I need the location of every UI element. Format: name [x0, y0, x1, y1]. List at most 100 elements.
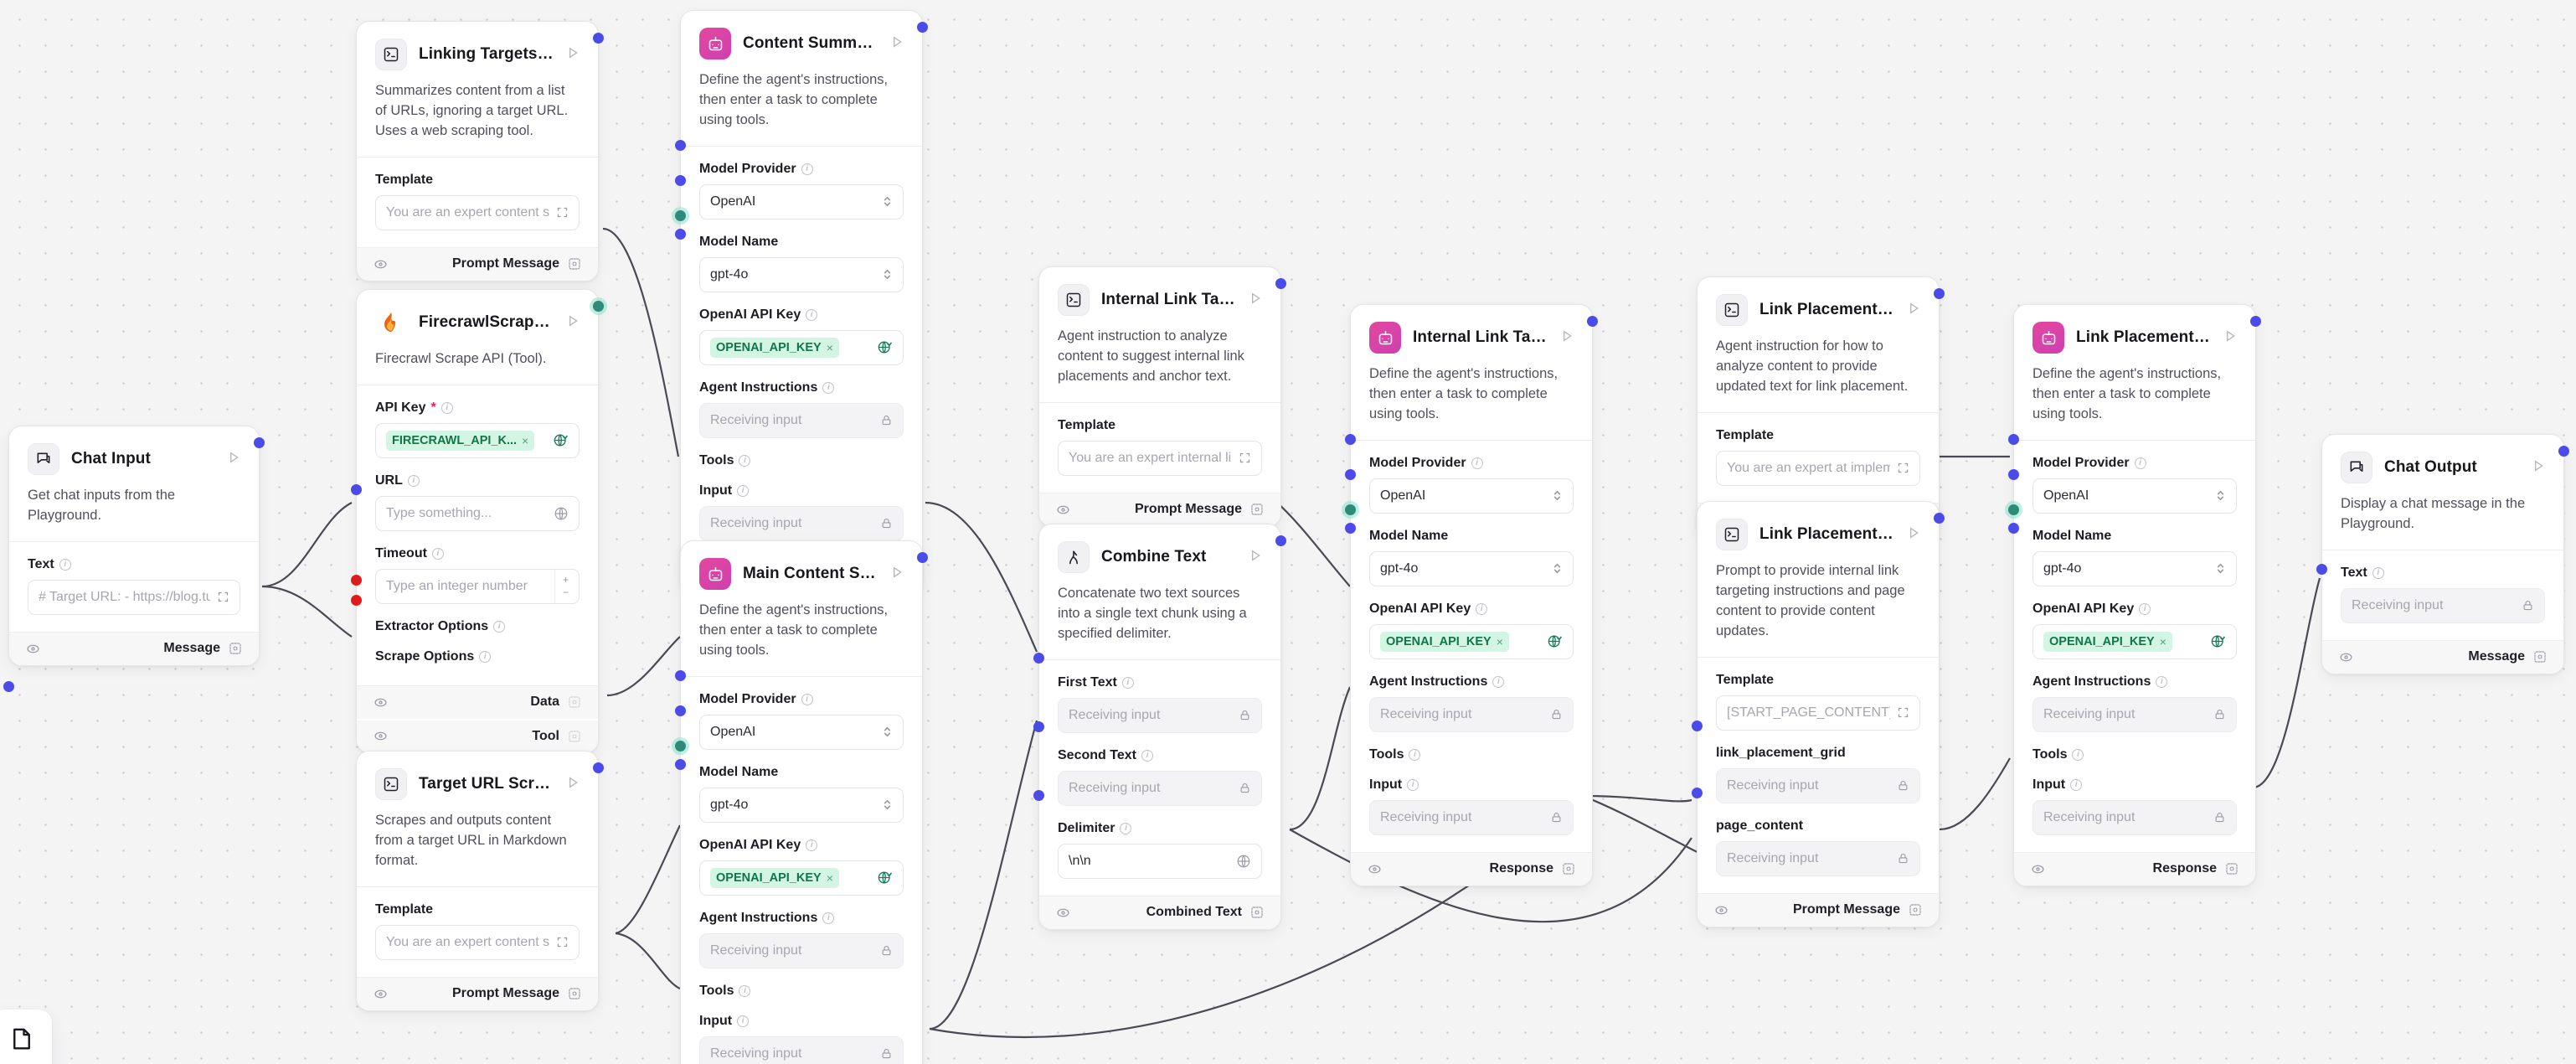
- port-extractor-options[interactable]: [351, 575, 362, 586]
- node-linking-targets-summary[interactable]: Linking Targets Su... Summarizes content…: [356, 21, 604, 281]
- chevron-updown-icon[interactable]: [882, 195, 893, 208]
- info-icon[interactable]: i: [1476, 602, 1488, 615]
- link-placement-grid-input[interactable]: Receiving input: [1716, 767, 1920, 803]
- port-agent-instructions[interactable]: [675, 175, 686, 186]
- node-internal-link-targeting-agent[interactable]: Internal Link Targeti... Define the agen…: [1345, 304, 1598, 886]
- info-icon[interactable]: i: [2072, 748, 2084, 761]
- visibility-icon[interactable]: [374, 987, 388, 1001]
- expand-icon[interactable]: [1239, 452, 1251, 464]
- node-link-placement-prompt[interactable]: Link Placement Pro... Prompt to provide …: [1692, 501, 1945, 927]
- expand-icon[interactable]: [217, 591, 229, 603]
- run-node-icon[interactable]: [1907, 526, 1920, 544]
- port-openai-api-key[interactable]: [2008, 434, 2019, 445]
- port-response-output[interactable]: [917, 552, 928, 563]
- info-icon[interactable]: i: [737, 1015, 750, 1027]
- agent-instructions-input[interactable]: Receiving input: [699, 932, 904, 968]
- port-input[interactable]: [1345, 523, 1356, 534]
- port-openai-api-key[interactable]: [675, 670, 686, 681]
- remove-chip-icon[interactable]: ×: [1496, 634, 1503, 648]
- node-link-placement-agent[interactable]: Link Placement Age... Define the agent's…: [2008, 304, 2261, 886]
- port-prompt-message-output[interactable]: [1934, 513, 1945, 524]
- node-chat-input[interactable]: Chat Input Get chat inputs from the Play…: [3, 426, 265, 692]
- scope-icon[interactable]: [229, 642, 242, 655]
- remove-chip-icon[interactable]: ×: [826, 340, 833, 354]
- port-page-content[interactable]: [1692, 788, 1703, 798]
- info-icon[interactable]: i: [806, 308, 818, 321]
- info-icon[interactable]: i: [1471, 457, 1483, 469]
- chevron-updown-icon[interactable]: [1552, 562, 1563, 575]
- port-tools[interactable]: [675, 210, 686, 221]
- chevron-updown-icon[interactable]: [2215, 489, 2226, 502]
- scope-icon[interactable]: [1250, 906, 1264, 919]
- info-icon[interactable]: i: [1409, 748, 1421, 761]
- model-name-select[interactable]: gpt-4o: [2032, 550, 2237, 586]
- run-node-icon[interactable]: [890, 566, 904, 583]
- port-agent-instructions[interactable]: [1345, 469, 1356, 480]
- template-input[interactable]: You are an expert content scraping: [375, 924, 580, 960]
- globe-icon[interactable]: [1236, 854, 1251, 869]
- port-prompt-message-output[interactable]: [593, 33, 604, 44]
- agent-instructions-input[interactable]: Receiving input: [1369, 696, 1574, 732]
- chevron-updown-icon[interactable]: [882, 726, 893, 738]
- url-input[interactable]: Type something...: [375, 495, 580, 531]
- text-input[interactable]: Receiving input: [2341, 587, 2545, 623]
- model-name-select[interactable]: gpt-4o: [1369, 550, 1574, 586]
- visibility-icon[interactable]: [1368, 862, 1382, 876]
- port-scrape-options[interactable]: [351, 595, 362, 606]
- run-node-icon[interactable]: [1560, 329, 1574, 347]
- run-node-icon[interactable]: [566, 314, 580, 332]
- expand-icon[interactable]: [1897, 462, 1909, 474]
- delimiter-input[interactable]: \n\n: [1058, 843, 1262, 879]
- openai-api-key-input[interactable]: OPENAI_API_KEY×: [699, 860, 904, 896]
- port-text-input[interactable]: [3, 681, 14, 692]
- agent-instructions-input[interactable]: Receiving input: [2032, 696, 2237, 732]
- visibility-icon[interactable]: [1056, 906, 1070, 920]
- timeout-input[interactable]: Type an integer number +−: [375, 568, 580, 604]
- info-icon[interactable]: i: [59, 558, 71, 571]
- scope-icon[interactable]: [1562, 862, 1575, 875]
- info-icon[interactable]: i: [493, 620, 506, 633]
- port-api-key[interactable]: [351, 484, 362, 495]
- visibility-icon[interactable]: [1714, 903, 1728, 917]
- run-node-icon[interactable]: [1249, 549, 1262, 566]
- node-target-url-scrape[interactable]: Target URL Scrape ... Scrapes and output…: [356, 751, 604, 1011]
- port-first-text[interactable]: [1033, 653, 1044, 664]
- run-node-icon[interactable]: [566, 776, 580, 793]
- model-provider-select[interactable]: OpenAI: [699, 183, 904, 220]
- file-note-icon[interactable]: [9, 1026, 34, 1056]
- port-response-output[interactable]: [917, 22, 928, 33]
- scope-icon[interactable]: [2533, 650, 2547, 664]
- remove-chip-icon[interactable]: ×: [522, 433, 529, 447]
- port-tool-output[interactable]: [593, 301, 604, 312]
- run-node-icon[interactable]: [2532, 459, 2545, 477]
- model-provider-select[interactable]: OpenAI: [2032, 478, 2237, 514]
- run-node-icon[interactable]: [1249, 292, 1262, 309]
- input-input[interactable]: Receiving input: [699, 505, 904, 541]
- globe-check-icon[interactable]: [877, 339, 893, 355]
- model-provider-select[interactable]: OpenAI: [699, 714, 904, 750]
- node-chat-output[interactable]: Chat Output Display a chat message in th…: [2316, 434, 2569, 674]
- info-icon[interactable]: i: [2156, 675, 2168, 688]
- info-icon[interactable]: i: [440, 401, 453, 414]
- info-icon[interactable]: i: [1407, 778, 1419, 791]
- chevron-updown-icon[interactable]: [1552, 489, 1563, 502]
- scope-icon[interactable]: [2225, 862, 2239, 875]
- template-input[interactable]: You are an expert at implementing i: [1716, 450, 1920, 486]
- api-key-input[interactable]: FIRECRAWL_API_K...×: [375, 422, 580, 458]
- info-icon[interactable]: i: [737, 484, 750, 497]
- chevron-updown-icon[interactable]: [882, 268, 893, 281]
- run-node-icon[interactable]: [890, 35, 904, 53]
- template-input[interactable]: [START_PAGE_CONTENT] {page_co: [1716, 695, 1920, 731]
- port-input[interactable]: [675, 759, 686, 770]
- scope-icon[interactable]: [568, 257, 581, 271]
- port-input[interactable]: [675, 229, 686, 240]
- openai-api-key-input[interactable]: OPENAI_API_KEY×: [2032, 623, 2237, 659]
- info-icon[interactable]: i: [739, 454, 751, 467]
- port-second-text[interactable]: [1033, 721, 1044, 732]
- visibility-icon[interactable]: [26, 642, 40, 656]
- expand-icon[interactable]: [556, 206, 569, 219]
- info-icon[interactable]: i: [1492, 675, 1505, 688]
- port-message-output[interactable]: [254, 437, 265, 448]
- info-icon[interactable]: i: [801, 163, 813, 175]
- visibility-icon[interactable]: [1056, 503, 1070, 517]
